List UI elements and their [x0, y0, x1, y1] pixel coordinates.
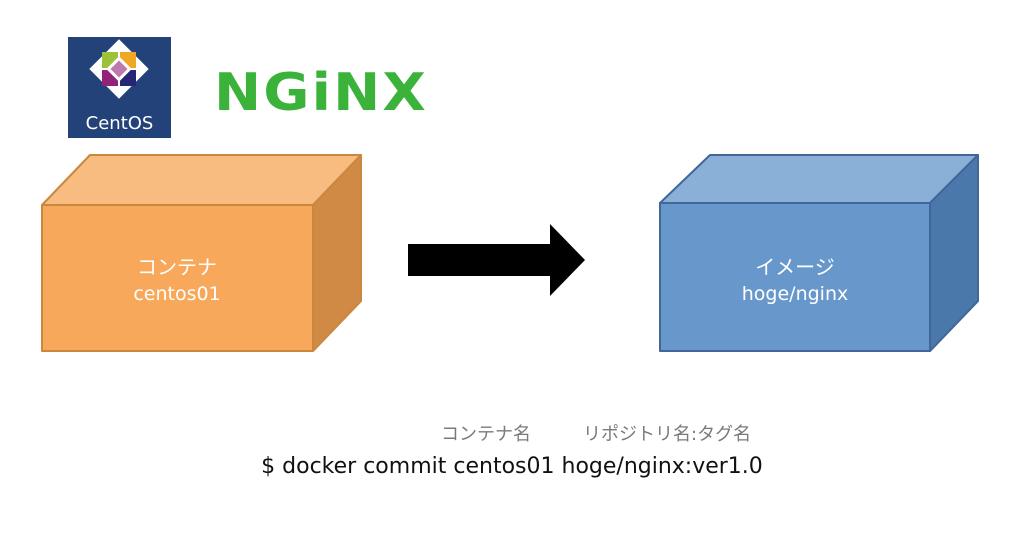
command-prefix: $ docker commit — [261, 454, 447, 479]
image-box-label: イメージ — [755, 255, 835, 279]
container-box-top-face — [41, 154, 362, 206]
centos-logo: CentOS — [68, 37, 171, 138]
image-box-front-face — [659, 202, 931, 352]
repo-tag-annotation: リポジトリ名:タグ名 — [583, 424, 752, 445]
right-arrow-icon — [408, 224, 585, 296]
image-box-name: hoge/nginx — [742, 283, 849, 305]
container-box-front-face — [41, 204, 314, 352]
container-box: コンテナ centos01 — [41, 154, 362, 352]
command-image: hoge/nginx:ver1.0 — [561, 454, 763, 479]
docker-commit-command: $ docker commit centos01 hoge/nginx:ver1… — [0, 454, 1024, 479]
image-box-top-face — [659, 154, 979, 204]
container-name-annotation: コンテナ名 — [441, 424, 531, 445]
centos-symbol-icon — [89, 39, 149, 99]
container-box-label: コンテナ — [137, 255, 217, 279]
centos-logo-text: CentOS — [86, 113, 154, 134]
container-box-name: centos01 — [133, 283, 220, 305]
image-box: イメージ hoge/nginx — [659, 154, 979, 352]
command-container: centos01 — [453, 454, 555, 479]
nginx-logo-text: NGiNX — [214, 63, 428, 123]
